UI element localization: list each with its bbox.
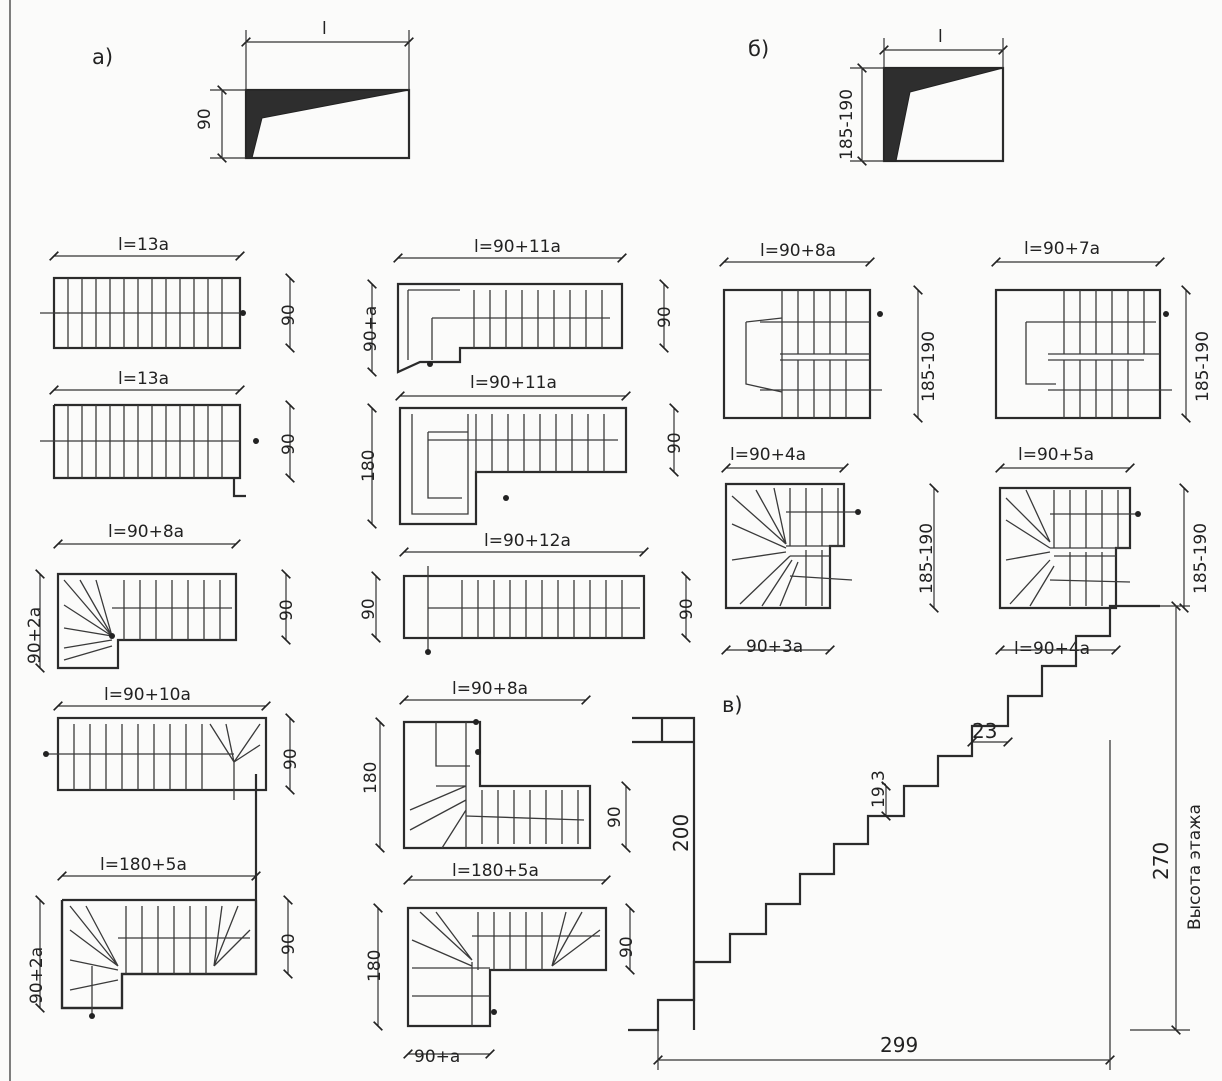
- label-b: б): [748, 37, 769, 61]
- stair-tread: 23: [972, 719, 997, 743]
- stair-section: [628, 601, 1190, 1070]
- plan-b2: [991, 257, 1191, 423]
- plan-a8-side: 90: [359, 598, 379, 620]
- stair-floor-height: 270: [1149, 842, 1173, 880]
- plan-a8-length: l=90+12a: [484, 531, 571, 551]
- plan-a4: [43, 701, 295, 800]
- plan-a9-depth: 90: [605, 806, 625, 828]
- plan-a10-depth: 90: [617, 936, 637, 958]
- plan-a10: [373, 875, 635, 1059]
- plan-a4-length: l=90+10a: [104, 685, 191, 705]
- plan-a3-depth: 90: [277, 599, 297, 621]
- plan-a5-depth: 90: [279, 933, 299, 955]
- plan-a3-side: 90+2a: [25, 607, 45, 664]
- plan-b4-side-right: 185-190: [1191, 523, 1211, 594]
- plan-b4: [929, 463, 1189, 655]
- plan-a9-side: 180: [361, 762, 381, 794]
- header-a-diagram: [210, 30, 414, 163]
- plan-a7: [367, 391, 679, 529]
- plan-b1-length: l=90+8a: [760, 241, 836, 261]
- header-b-width: l: [938, 27, 943, 47]
- plan-b3-bottom: 90+3a: [746, 637, 803, 657]
- plan-a7-depth: 90: [665, 432, 685, 454]
- plan-b1-side: 185-190: [919, 331, 939, 402]
- plan-a8: [371, 547, 691, 655]
- plan-a5: [35, 774, 293, 1019]
- label-a: а): [92, 45, 113, 69]
- label-v: в): [722, 693, 743, 717]
- plan-a9: [375, 695, 631, 853]
- plan-a4-depth: 90: [281, 748, 301, 770]
- plan-a10-side: 180: [365, 950, 385, 982]
- plan-a10-bottom: 90+a: [414, 1047, 460, 1067]
- plan-a6-depth: 90: [655, 306, 675, 328]
- stair-riser: 19,3: [869, 770, 889, 808]
- plan-b4-length: l=90+5a: [1018, 445, 1094, 465]
- header-a-width: l: [322, 19, 327, 39]
- plan-a8-depth: 90: [677, 598, 697, 620]
- plan-a3-length: l=90+8a: [108, 522, 184, 542]
- plan-a2-depth: 90: [279, 433, 299, 455]
- plan-a6-length: l=90+11a: [474, 237, 561, 257]
- plan-a2-length: l=13a: [118, 369, 169, 389]
- plan-a6-side: 90+a: [361, 306, 381, 352]
- plan-a6: [367, 253, 669, 377]
- plan-a9-length: l=90+8a: [452, 679, 528, 699]
- plan-b2-length: l=90+7a: [1024, 239, 1100, 259]
- stair-floor-height-label: Высота этажа: [1185, 804, 1205, 930]
- stair-run: 299: [880, 1033, 918, 1057]
- plan-b4-side-left: 185-190: [917, 523, 937, 594]
- plan-a7-side: 180: [359, 450, 379, 482]
- header-a-height: 90: [195, 108, 215, 130]
- plan-b3-length: l=90+4a: [730, 445, 806, 465]
- stair-headroom: 200: [669, 814, 693, 852]
- plan-b4-bottom: l=90+4a: [1014, 639, 1090, 659]
- plan-b2-side: 185-190: [1193, 331, 1213, 402]
- plan-a1-length: l=13a: [118, 235, 169, 255]
- plan-a5-side: 90+2a: [27, 947, 47, 1004]
- plan-a5-length: l=180+5a: [100, 855, 187, 875]
- header-b-diagram: [850, 38, 1008, 166]
- plan-a3: [35, 539, 291, 673]
- plan-a1: [40, 251, 295, 353]
- plan-a2: [40, 385, 295, 498]
- header-b-height: 185-190: [837, 89, 857, 160]
- plan-a7-length: l=90+11a: [470, 373, 557, 393]
- plan-b1: [719, 257, 923, 423]
- plan-b3: [721, 463, 861, 655]
- plan-a1-depth: 90: [279, 304, 299, 326]
- plan-a10-length: l=180+5a: [452, 861, 539, 881]
